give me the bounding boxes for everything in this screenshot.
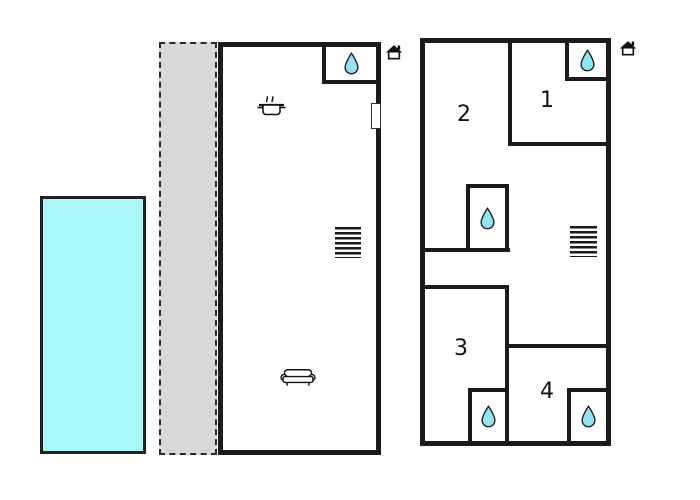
upper-bathroom-middle bbox=[466, 184, 509, 248]
room-label-2: 2 bbox=[457, 102, 471, 127]
wall bbox=[508, 43, 512, 144]
room-label-1: 1 bbox=[540, 88, 554, 113]
swimming-pool bbox=[40, 196, 146, 454]
upper-bathroom-room3 bbox=[468, 388, 505, 441]
water-drop-icon bbox=[343, 52, 359, 75]
water-drop-icon bbox=[581, 405, 596, 428]
ground-floor-bathroom bbox=[322, 47, 376, 84]
entrance-house-icon bbox=[385, 45, 403, 60]
water-drop-icon bbox=[580, 48, 595, 71]
wall bbox=[425, 285, 509, 289]
upper-floor: 1 2 3 4 bbox=[420, 38, 611, 446]
room-label-4: 4 bbox=[540, 379, 554, 404]
wall bbox=[505, 285, 509, 441]
stairs-icon bbox=[335, 227, 361, 258]
upper-bathroom-room1 bbox=[565, 43, 606, 81]
upper-bathroom-room4 bbox=[567, 388, 606, 441]
wall bbox=[508, 142, 606, 146]
stairs-icon bbox=[570, 226, 597, 257]
wall bbox=[425, 248, 510, 252]
ground-floor bbox=[218, 42, 381, 455]
entrance-house-icon bbox=[619, 41, 637, 56]
stove-icon bbox=[257, 95, 286, 116]
water-drop-icon bbox=[480, 206, 495, 229]
water-drop-icon bbox=[481, 405, 496, 428]
door-icon bbox=[371, 103, 381, 129]
sofa-icon bbox=[280, 369, 316, 386]
terrace bbox=[159, 42, 217, 455]
wall bbox=[505, 344, 606, 348]
room-label-3: 3 bbox=[454, 336, 468, 361]
